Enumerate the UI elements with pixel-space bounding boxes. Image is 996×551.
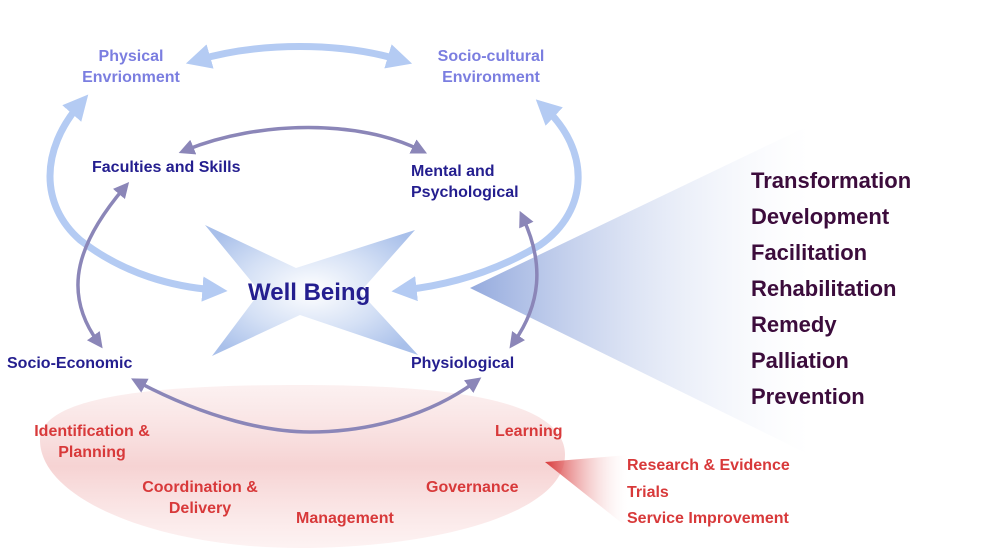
socio-cultural-line-2: Environment xyxy=(442,69,540,86)
socio-economic-label: Socio-Economic xyxy=(7,355,133,372)
learning-label: Learning xyxy=(495,423,563,440)
intervention-item: Rehabilitation xyxy=(751,276,897,301)
intervention-item: Prevention xyxy=(751,384,865,409)
mental-line-2: Psychological xyxy=(411,184,519,201)
inner-arrow-right xyxy=(509,210,539,349)
intervention-item: Facilitation xyxy=(751,240,868,265)
interventions-list: Transformation Development Facilitation … xyxy=(751,166,911,418)
identification-line-1: Identification & xyxy=(34,423,150,440)
socio-cultural-environment-label: Socio-cultural Environment xyxy=(430,46,552,88)
physical-environment-line-2: Envrionment xyxy=(82,69,180,86)
research-item: Trials xyxy=(627,483,669,501)
env-arrow-top xyxy=(185,43,413,69)
wellbeing-star xyxy=(205,225,418,356)
interventions-wedge xyxy=(470,125,810,455)
intervention-item: Development xyxy=(751,204,890,229)
coordination-delivery-label: Coordination & Delivery xyxy=(137,477,263,519)
research-wedge xyxy=(545,455,628,528)
env-arrow-left xyxy=(46,94,228,302)
coordination-line-2: Delivery xyxy=(168,500,232,517)
research-item: Service Improvement xyxy=(627,510,789,527)
intervention-item: Remedy xyxy=(751,312,837,337)
identification-line-2: Planning xyxy=(58,444,126,461)
identification-planning-label: Identification & Planning xyxy=(27,421,157,463)
env-arrow-right xyxy=(391,99,582,302)
inner-arrow-top xyxy=(178,125,428,155)
socio-cultural-line-1: Socio-cultural xyxy=(437,48,545,65)
coordination-line-1: Coordination & xyxy=(142,479,258,496)
governance-label: Governance xyxy=(426,479,519,496)
faculties-and-skills-label: Faculties and Skills xyxy=(92,159,241,176)
well-being-label: Well Being xyxy=(248,279,371,306)
mental-psychological-label: Mental and Psychological xyxy=(411,161,519,203)
mental-line-1: Mental and xyxy=(411,163,495,180)
inner-arrow-bottom xyxy=(131,377,482,434)
management-label: Management xyxy=(296,510,394,527)
inner-arrow-left xyxy=(76,181,130,349)
physical-environment-line-1: Physical xyxy=(98,48,164,65)
physiological-label: Physiological xyxy=(411,355,515,372)
physical-environment-label: Physical Envrionment xyxy=(79,46,183,88)
research-item: Research & Evidence xyxy=(627,457,790,474)
intervention-item: Transformation xyxy=(751,168,912,193)
process-oval xyxy=(40,385,565,548)
research-list: Research & Evidence Trials Service Impro… xyxy=(627,454,790,534)
intervention-item: Palliation xyxy=(751,348,849,373)
